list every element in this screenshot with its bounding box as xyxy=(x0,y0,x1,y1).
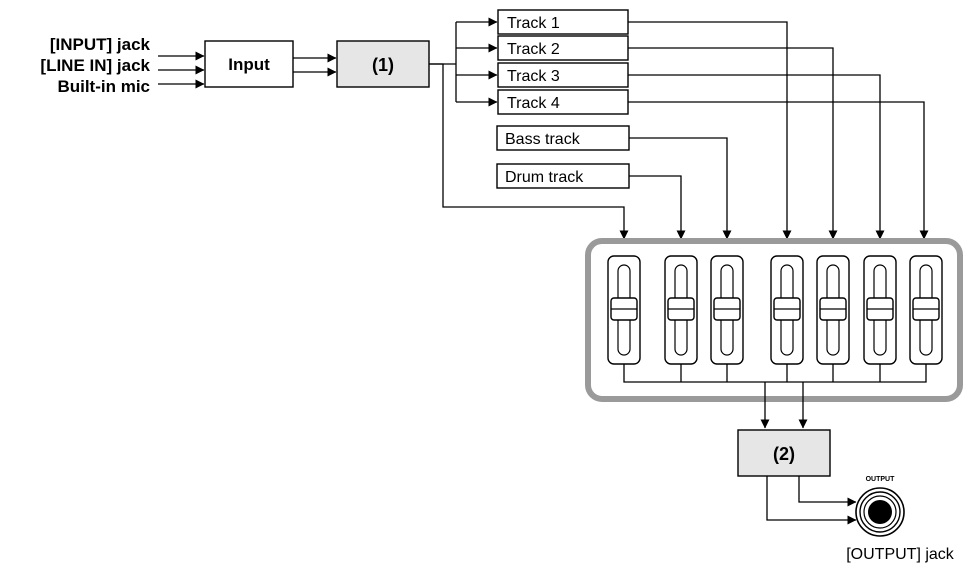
monitor-to-fader-wire xyxy=(429,63,629,240)
channel-fader xyxy=(863,255,897,365)
channel-fader xyxy=(909,255,943,365)
stage1-block-label: (1) xyxy=(372,55,394,75)
bass-track-box xyxy=(496,125,630,151)
track3-box xyxy=(497,62,629,88)
fader-group xyxy=(607,255,943,365)
stage1-block xyxy=(336,40,430,88)
line-in-jack-label: [LINE IN] jack xyxy=(40,56,150,75)
channel-fader xyxy=(607,255,641,365)
bass-track-label: Bass track xyxy=(505,131,581,148)
track2-box xyxy=(497,35,629,61)
track2-label: Track 2 xyxy=(507,41,560,58)
track1-to-fader-wire xyxy=(628,21,792,240)
drum-track-label: Drum track xyxy=(505,169,584,186)
input-jack-label: [INPUT] jack xyxy=(50,35,151,54)
track3-to-fader-wire xyxy=(628,74,885,240)
stage2-block-label: (2) xyxy=(773,444,795,464)
track3-label: Track 3 xyxy=(507,68,560,85)
channel-fader xyxy=(664,255,698,365)
drum-to-fader-wire xyxy=(629,175,686,240)
track4-box xyxy=(497,89,629,115)
channel-fader xyxy=(710,255,744,365)
input-block-label: Input xyxy=(228,55,270,74)
channel-fader xyxy=(816,255,850,365)
input-block xyxy=(204,40,294,88)
bass-to-fader-wire xyxy=(629,137,732,240)
output-panel-label: OUTPUT xyxy=(866,476,896,483)
stage2-block xyxy=(737,429,831,477)
builtin-mic-label: Built-in mic xyxy=(57,77,150,96)
output-jack-icon xyxy=(855,487,905,537)
output-jack-caption: [OUTPUT] jack xyxy=(846,546,955,563)
track4-to-fader-wire xyxy=(628,101,929,240)
track1-box xyxy=(497,9,629,35)
stage2-to-output-wire-b xyxy=(766,476,857,525)
track4-label: Track 4 xyxy=(507,95,560,112)
track2-to-fader-wire xyxy=(628,47,838,240)
stage2-to-output-wire-a xyxy=(798,476,857,507)
mix-bus-wire xyxy=(623,364,927,383)
track1-label: Track 1 xyxy=(507,15,560,32)
channel-fader xyxy=(770,255,804,365)
